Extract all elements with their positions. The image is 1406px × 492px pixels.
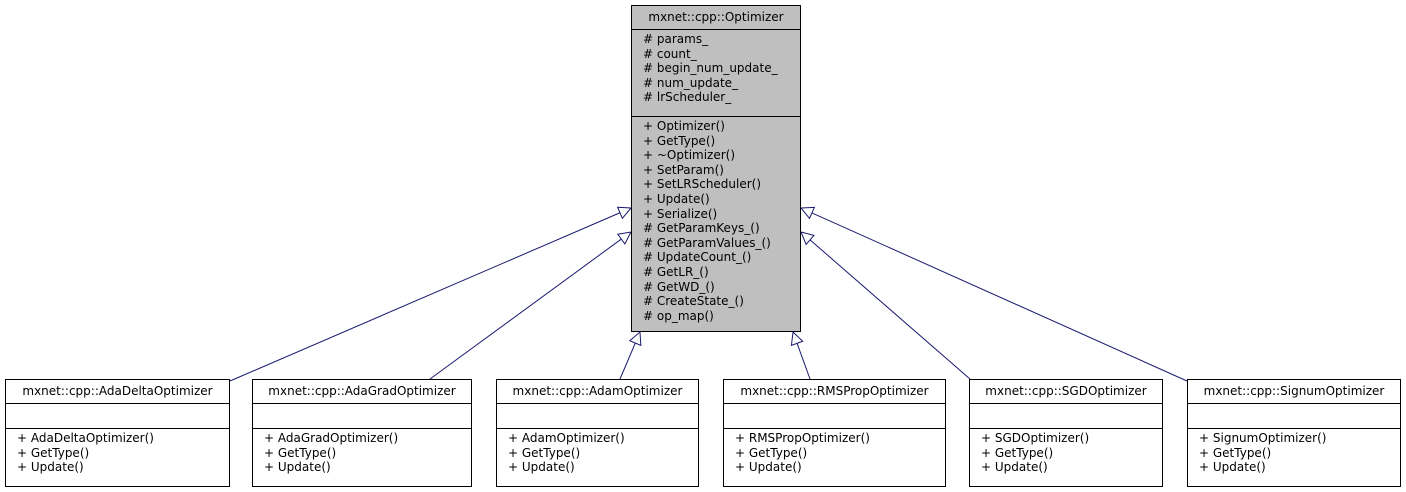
method-item: # GetWD_() bbox=[643, 279, 715, 294]
method-item: + GetType() bbox=[508, 445, 581, 460]
method-item: + SGDOptimizer() bbox=[981, 431, 1090, 445]
inheritance-edge bbox=[229, 212, 621, 382]
method-item: # UpdateCount_() bbox=[643, 250, 752, 265]
inheritance-arrowhead bbox=[616, 206, 633, 220]
class-box-derived[interactable]: mxnet::cpp::AdaDeltaOptimizer+ AdaDeltaO… bbox=[5, 379, 230, 487]
class-methods: + RMSPropOptimizer()+ GetType()+ Update(… bbox=[724, 428, 945, 476]
attribute-item: # params_ bbox=[643, 32, 709, 46]
inheritance-edge bbox=[809, 239, 971, 380]
class-attributes bbox=[724, 403, 945, 428]
class-attributes bbox=[497, 403, 698, 428]
method-item: + GetType() bbox=[1199, 445, 1272, 460]
class-box-derived[interactable]: mxnet::cpp::SignumOptimizer+ SignumOptim… bbox=[1187, 379, 1401, 487]
class-name: mxnet::cpp::RMSPropOptimizer bbox=[740, 384, 929, 398]
method-item: + GetType() bbox=[264, 445, 337, 460]
method-item: + GetType() bbox=[981, 445, 1054, 460]
method-item: + Update() bbox=[643, 191, 710, 206]
method-item: + SetParam() bbox=[643, 162, 724, 177]
method-item: # GetParamValues_() bbox=[643, 235, 771, 250]
class-box-derived[interactable]: mxnet::cpp::AdamOptimizer+ AdamOptimizer… bbox=[496, 379, 699, 487]
method-item: + Update() bbox=[508, 460, 575, 475]
method-item: + Update() bbox=[1199, 460, 1266, 475]
method-item: # GetLR_() bbox=[643, 264, 709, 279]
class-attributes bbox=[253, 403, 471, 428]
class-attributes bbox=[1188, 403, 1400, 428]
class-attributes bbox=[970, 403, 1162, 428]
inheritance-arrowhead bbox=[628, 330, 642, 347]
class-methods: + AdamOptimizer()+ GetType()+ Update() bbox=[497, 428, 698, 476]
class-name: mxnet::cpp::SGDOptimizer bbox=[985, 384, 1147, 398]
method-item: + GetType() bbox=[643, 133, 716, 148]
method-item: + Update() bbox=[264, 460, 331, 475]
class-name: mxnet::cpp::Optimizer bbox=[648, 10, 784, 24]
inheritance-edge bbox=[429, 238, 622, 380]
class-name: mxnet::cpp::AdaGradOptimizer bbox=[268, 384, 456, 398]
attribute-item: # num_update_ bbox=[643, 75, 739, 90]
class-name: mxnet::cpp::AdamOptimizer bbox=[512, 384, 683, 398]
class-methods: + SignumOptimizer()+ GetType()+ Update() bbox=[1188, 428, 1400, 476]
method-item: + Update() bbox=[17, 460, 84, 475]
method-item: + SetLRScheduler() bbox=[643, 177, 762, 192]
method-item: + GetType() bbox=[17, 445, 90, 460]
class-methods: + SGDOptimizer()+ GetType()+ Update() bbox=[970, 428, 1162, 476]
inheritance-arrowhead bbox=[616, 231, 632, 245]
method-item: # op_map() bbox=[643, 308, 714, 323]
class-box-optimizer[interactable]: mxnet::cpp::Optimizer # params_# count_#… bbox=[631, 5, 801, 332]
inheritance-edge bbox=[811, 212, 1188, 382]
method-item: + Optimizer() bbox=[643, 119, 725, 133]
method-item: + SignumOptimizer() bbox=[1199, 431, 1327, 445]
class-name: mxnet::cpp::AdaDeltaOptimizer bbox=[22, 384, 213, 398]
method-item: + Update() bbox=[981, 460, 1048, 475]
method-item: + AdaDeltaOptimizer() bbox=[17, 431, 154, 445]
attribute-item: # lrScheduler_ bbox=[643, 90, 732, 105]
attribute-item: # count_ bbox=[643, 46, 697, 61]
method-item: + AdaGradOptimizer() bbox=[264, 431, 399, 445]
class-box-derived[interactable]: mxnet::cpp::RMSPropOptimizer+ RMSPropOpt… bbox=[723, 379, 946, 487]
class-box-derived[interactable]: mxnet::cpp::SGDOptimizer+ SGDOptimizer()… bbox=[969, 379, 1163, 487]
method-item: + ~Optimizer() bbox=[643, 148, 736, 163]
inheritance-arrowhead bbox=[790, 330, 804, 347]
class-name: mxnet::cpp::SignumOptimizer bbox=[1203, 384, 1385, 398]
inheritance-arrowhead bbox=[799, 206, 816, 220]
inheritance-edge bbox=[796, 343, 811, 380]
class-attributes: # params_# count_# begin_num_update_# nu… bbox=[632, 29, 800, 116]
method-item: + Serialize() bbox=[643, 206, 718, 221]
class-methods: + AdaGradOptimizer()+ GetType()+ Update(… bbox=[253, 428, 471, 476]
method-item: + Update() bbox=[735, 460, 802, 475]
class-box-derived[interactable]: mxnet::cpp::AdaGradOptimizer+ AdaGradOpt… bbox=[252, 379, 472, 487]
class-attributes bbox=[6, 403, 229, 428]
method-item: + RMSPropOptimizer() bbox=[735, 431, 870, 445]
class-methods: + Optimizer()+ GetType()+ ~Optimizer()+ … bbox=[632, 116, 800, 324]
inheritance-edge bbox=[619, 342, 636, 380]
method-item: # GetParamKeys_() bbox=[643, 221, 760, 236]
method-item: + AdamOptimizer() bbox=[508, 431, 625, 445]
class-methods: + AdaDeltaOptimizer()+ GetType()+ Update… bbox=[6, 428, 229, 476]
method-item: # CreateState_() bbox=[643, 294, 744, 309]
attribute-item: # begin_num_update_ bbox=[643, 61, 778, 76]
method-item: + GetType() bbox=[735, 445, 808, 460]
inheritance-arrowhead bbox=[800, 231, 815, 246]
